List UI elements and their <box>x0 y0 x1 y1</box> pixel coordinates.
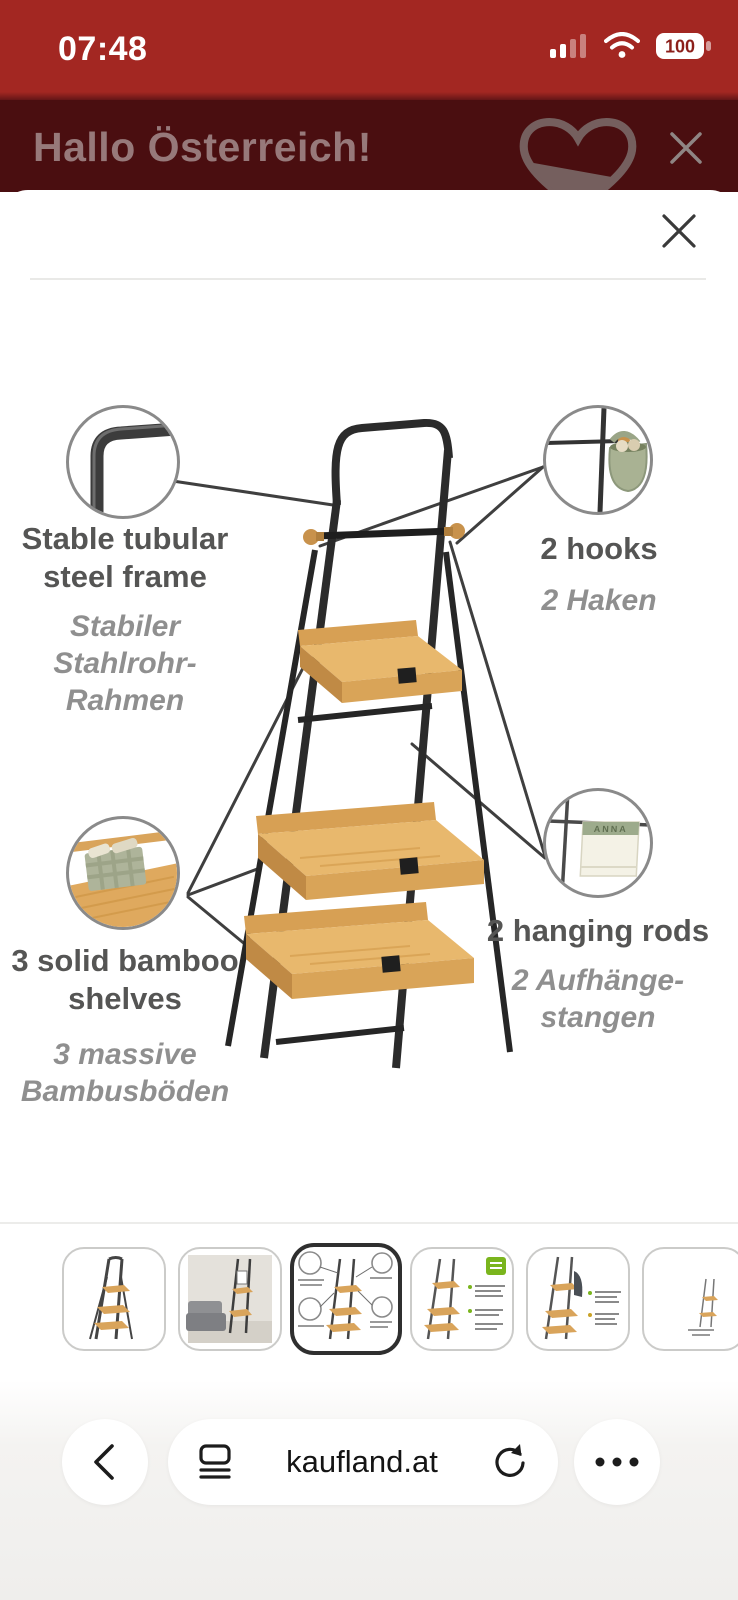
refresh-icon <box>495 1444 525 1477</box>
more-options-button[interactable] <box>574 1419 660 1505</box>
thumbnail-2[interactable] <box>178 1247 282 1351</box>
status-icons: 100 <box>550 32 712 59</box>
viewer-close-button[interactable] <box>652 204 706 258</box>
kaufland-heart-logo <box>519 118 637 192</box>
hooks-detail-circle <box>543 405 653 515</box>
status-fade <box>0 92 738 102</box>
banner-title: Hallo Österreich! <box>33 124 372 170</box>
thumbnail-1[interactable] <box>62 1247 166 1351</box>
back-button[interactable] <box>62 1419 148 1505</box>
gallery-divider <box>0 1222 738 1224</box>
thumbnail-1-image <box>89 1256 133 1340</box>
clock: 07:48 <box>58 30 148 68</box>
banner-close-button[interactable] <box>664 126 708 170</box>
hooks-sublabel: 2 Haken <box>541 584 657 617</box>
woven-basket <box>84 838 147 891</box>
bamboo-tray-top <box>298 620 462 703</box>
ellipsis-icon <box>595 1457 639 1467</box>
bamboo-basket-icon <box>69 830 177 927</box>
svg-text:ANNA: ANNA <box>593 824 628 834</box>
ladder-shelf-product <box>225 418 513 1069</box>
steel-frame-detail-circle <box>66 405 180 519</box>
hanging-rods-detail-circle: ANNA <box>543 788 653 898</box>
browser-toolbar: kaufland.at <box>0 1380 738 1600</box>
bamboo-shelves-label: 3 solid bamboo shelves <box>11 943 239 1016</box>
thumbnail-6[interactable] <box>642 1247 738 1351</box>
top-divider <box>30 278 706 280</box>
product-annotated-image <box>164 418 547 1069</box>
close-icon <box>670 132 702 164</box>
thumbnail-6-image <box>688 1278 718 1336</box>
bamboo-shelves-detail-circle <box>66 816 180 930</box>
close-icon <box>662 214 696 248</box>
rod-towel-icon: ANNA <box>547 791 650 895</box>
image-viewer-sheet: Stable tubular steel frame Stabiler Stah… <box>0 190 738 1600</box>
steel-frame-sublabel: Stabiler Stahlrohr- Rahmen <box>53 610 197 718</box>
thumbnail-2-image <box>186 1255 272 1343</box>
status-bar: 07:48 100 <box>0 0 738 102</box>
thumbnail-4[interactable] <box>410 1247 514 1351</box>
wifi-icon <box>604 32 640 58</box>
steel-frame-label: Stable tubular steel frame <box>21 521 229 594</box>
thumbnail-5[interactable] <box>526 1247 630 1351</box>
promo-banner: Hallo Österreich! <box>0 100 738 192</box>
hanging-rods-sublabel: 2 Aufhänge- stangen <box>511 964 685 1035</box>
hanging-rods-label: 2 hanging rods <box>486 913 710 948</box>
cellular-signal-icon <box>550 33 586 58</box>
thumbnail-3-selected[interactable] <box>290 1243 402 1355</box>
bamboo-tray-middle <box>256 802 484 900</box>
chevron-left-icon <box>94 1444 114 1480</box>
tubular-corner-icon <box>90 422 177 516</box>
thumbnail-5-image <box>542 1256 621 1340</box>
thumbnail-3-image <box>298 1251 393 1340</box>
reader-page-icon <box>199 1444 231 1479</box>
hooks-label: 2 hooks <box>540 531 658 566</box>
url-text: kaufland.at <box>286 1444 438 1479</box>
battery-icon: 100 <box>656 32 711 59</box>
address-bar[interactable]: kaufland.at <box>168 1419 558 1505</box>
thumbnail-4-image <box>424 1257 506 1340</box>
hook-basket-icon <box>546 408 648 512</box>
svg-text:100: 100 <box>665 36 695 56</box>
bamboo-tray-bottom <box>244 902 474 999</box>
bamboo-shelves-sublabel: 3 massive Bambusböden <box>20 1038 230 1109</box>
